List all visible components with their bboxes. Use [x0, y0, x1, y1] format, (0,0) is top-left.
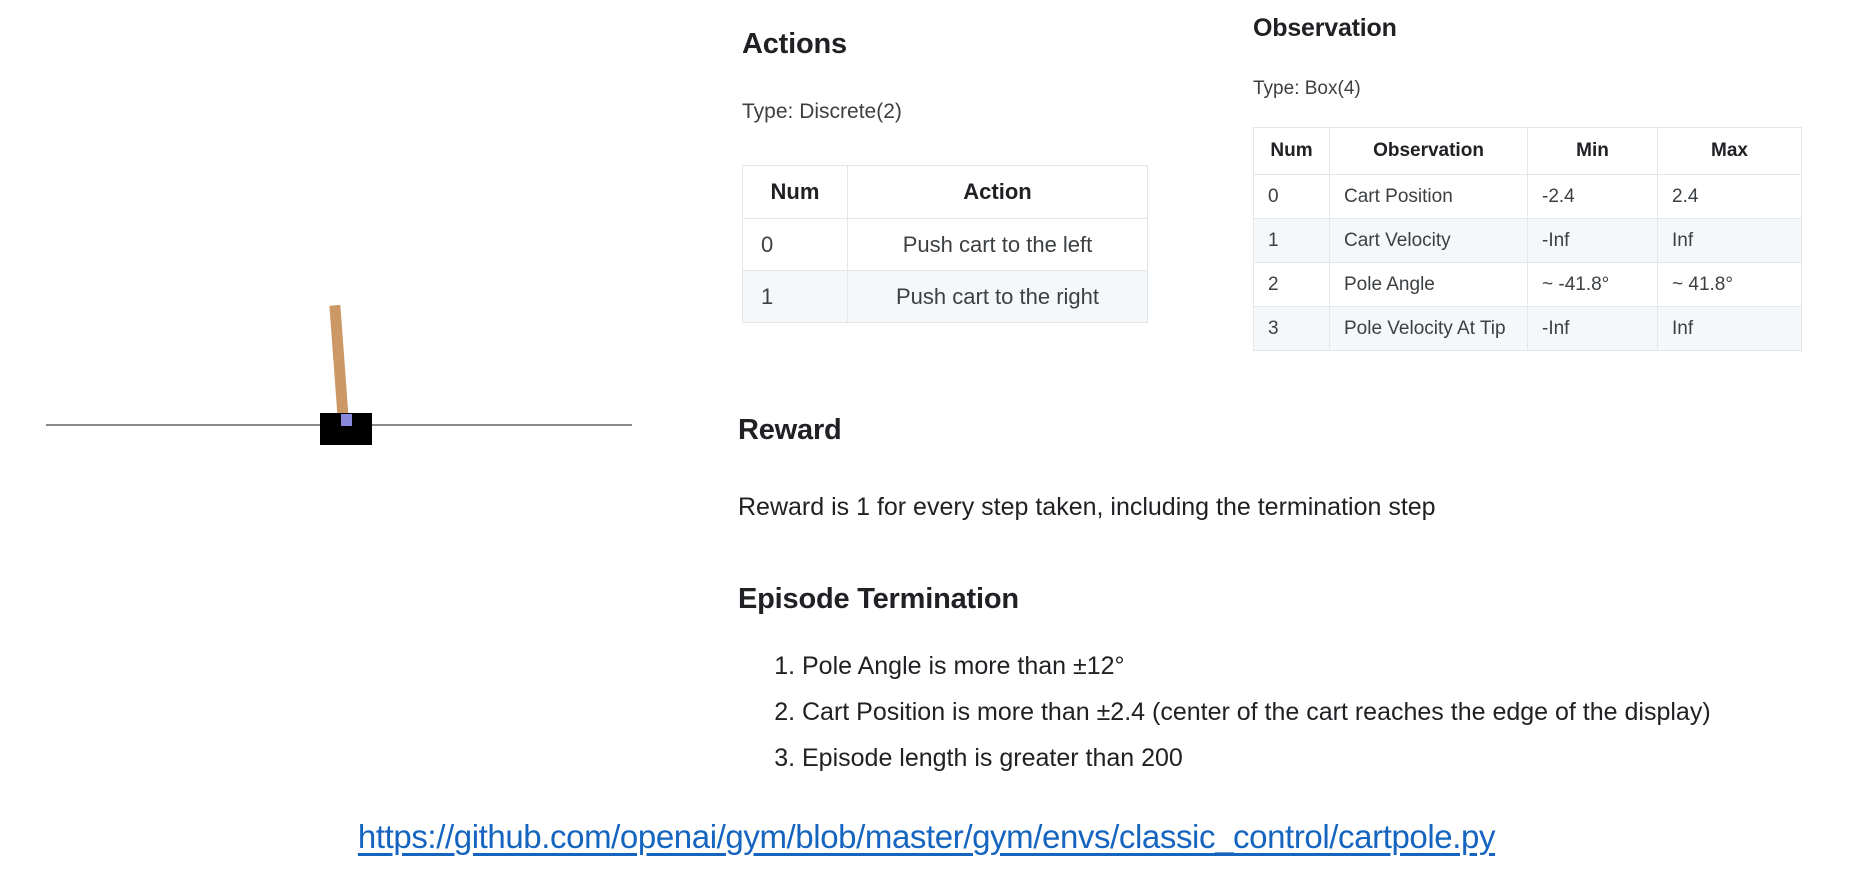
list-item: Episode length is greater than 200: [802, 735, 1711, 781]
actions-type-line: Type: Discrete(2): [742, 100, 902, 123]
observation-header-min: Min: [1527, 127, 1658, 175]
episode-termination-list: Pole Angle is more than ±12° Cart Positi…: [758, 643, 1711, 781]
table-header-row: Num Observation Min Max: [1253, 127, 1802, 175]
observation-cell-num: 0: [1253, 174, 1330, 219]
observation-cell-min: -Inf: [1527, 306, 1658, 351]
actions-heading: Actions: [742, 28, 847, 60]
observation-table: Num Observation Min Max 0 Cart Position …: [1253, 127, 1802, 351]
table-row: 3 Pole Velocity At Tip -Inf Inf: [1253, 306, 1802, 351]
actions-header-action: Action: [847, 165, 1148, 219]
observation-header-observation: Observation: [1329, 127, 1528, 175]
observation-cell-name: Cart Velocity: [1329, 218, 1528, 263]
reward-heading: Reward: [738, 414, 842, 446]
reward-description: Reward is 1 for every step taken, includ…: [738, 493, 1436, 521]
actions-table-container: Num Action 0 Push cart to the left 1 Pus…: [742, 165, 1148, 323]
observation-cell-name: Cart Position: [1329, 174, 1528, 219]
table-row: 0 Cart Position -2.4 2.4: [1253, 174, 1802, 219]
observation-cell-max: Inf: [1657, 306, 1802, 351]
observation-cell-name: Pole Angle: [1329, 262, 1528, 307]
observation-heading: Observation: [1253, 14, 1397, 42]
table-row: 1 Push cart to the right: [742, 270, 1148, 323]
table-row: 2 Pole Angle ~ -41.8° ~ 41.8°: [1253, 262, 1802, 307]
observation-cell-max: ~ 41.8°: [1657, 262, 1802, 307]
actions-header-num: Num: [742, 165, 848, 219]
observation-cell-num: 3: [1253, 306, 1330, 351]
list-item: Pole Angle is more than ±12°: [802, 643, 1711, 689]
observation-header-num: Num: [1253, 127, 1330, 175]
list-item: Cart Position is more than ±2.4 (center …: [802, 689, 1711, 735]
observation-table-container: Num Observation Min Max 0 Cart Position …: [1253, 127, 1802, 351]
table-row: 1 Cart Velocity -Inf Inf: [1253, 218, 1802, 263]
actions-cell-num: 0: [742, 218, 848, 271]
pole-icon: [329, 304, 349, 424]
observation-cell-num: 1: [1253, 218, 1330, 263]
actions-cell-action: Push cart to the left: [847, 218, 1148, 271]
source-link[interactable]: https://github.com/openai/gym/blob/maste…: [357, 818, 1496, 855]
observation-cell-num: 2: [1253, 262, 1330, 307]
observation-cell-min: -2.4: [1527, 174, 1658, 219]
actions-cell-action: Push cart to the right: [847, 270, 1148, 323]
observation-cell-name: Pole Velocity At Tip: [1329, 306, 1528, 351]
observation-cell-min: -Inf: [1527, 218, 1658, 263]
actions-cell-num: 1: [742, 270, 848, 323]
observation-cell-max: Inf: [1657, 218, 1802, 263]
table-header-row: Num Action: [742, 165, 1148, 219]
observation-type-line: Type: Box(4): [1253, 78, 1361, 99]
source-link-container: https://github.com/openai/gym/blob/maste…: [0, 818, 1853, 856]
axle-icon: [341, 414, 352, 426]
cartpole-illustration: [0, 0, 720, 889]
table-row: 0 Push cart to the left: [742, 218, 1148, 271]
observation-cell-max: 2.4: [1657, 174, 1802, 219]
actions-table: Num Action 0 Push cart to the left 1 Pus…: [742, 165, 1148, 323]
observation-header-max: Max: [1657, 127, 1802, 175]
observation-cell-min: ~ -41.8°: [1527, 262, 1658, 307]
episode-termination-heading: Episode Termination: [738, 583, 1019, 615]
